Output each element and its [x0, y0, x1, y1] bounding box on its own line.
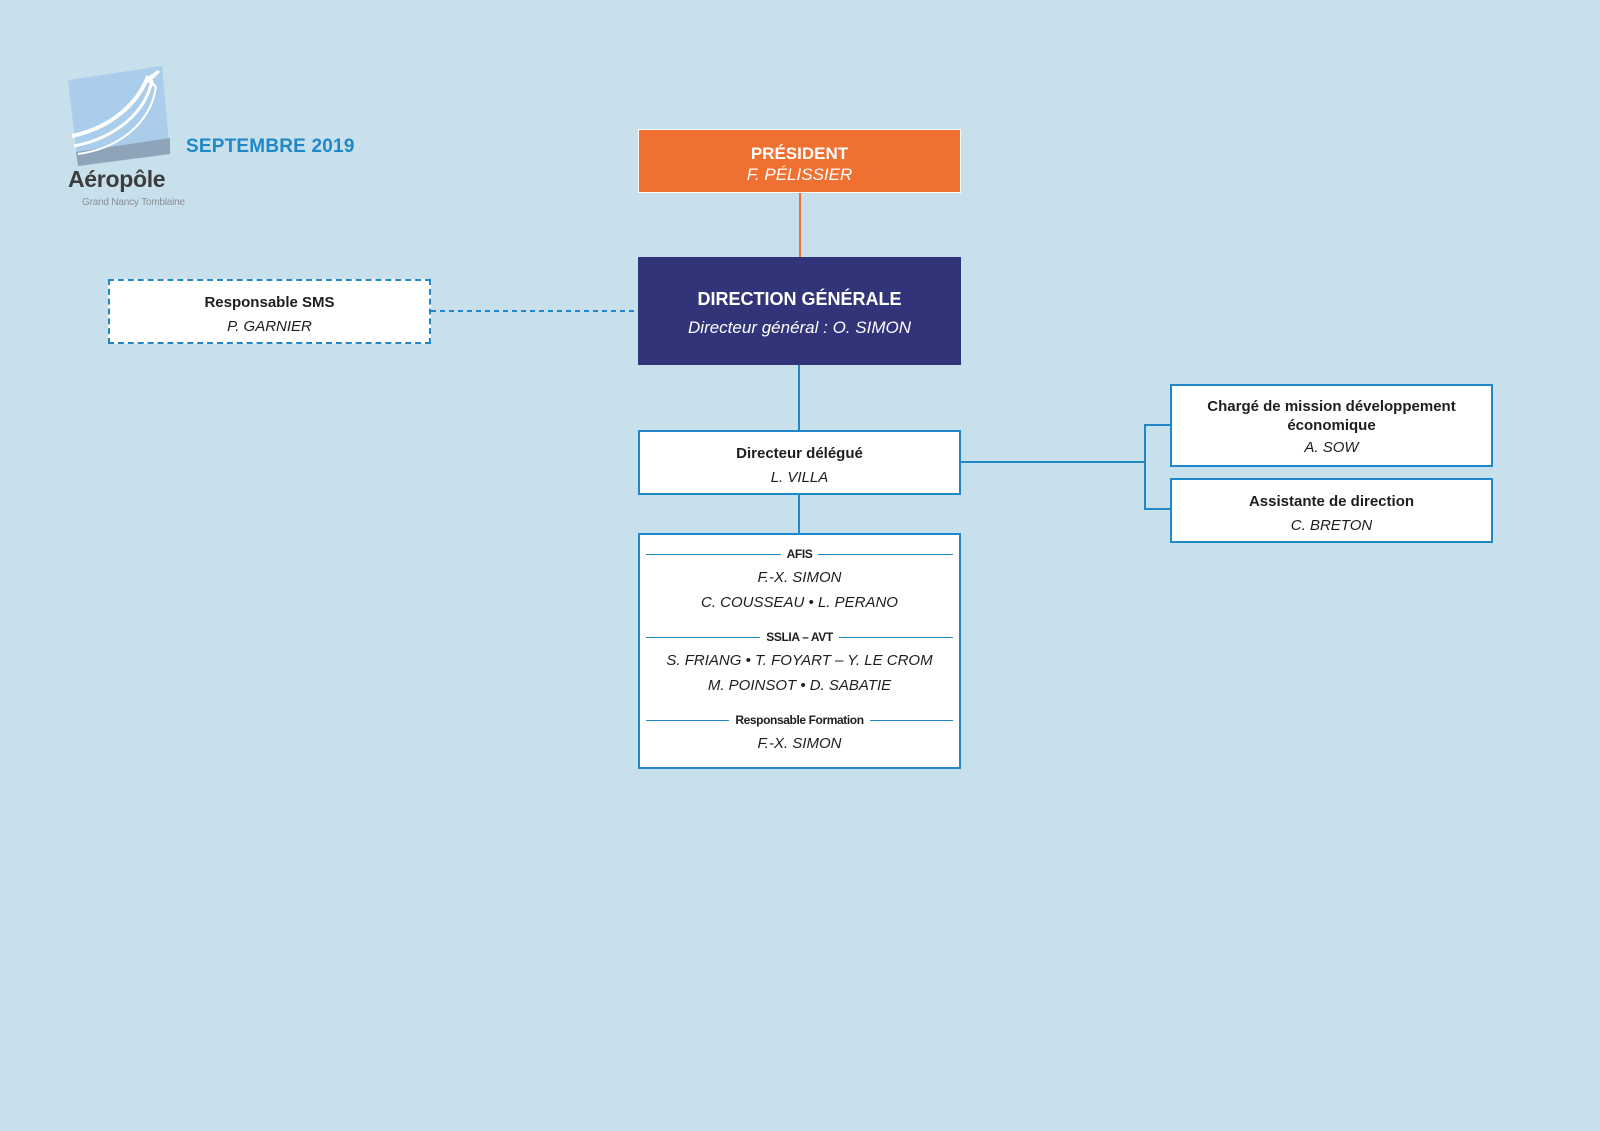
charge-mission-name: A. SOW: [1304, 439, 1359, 456]
directeur-delegue-name: L. VILLA: [770, 469, 829, 486]
afis-line-2: C. COUSSEAU • L. PERANO: [701, 594, 898, 611]
directeur-delegue-box: Directeur délégué L. VILLA: [638, 430, 961, 495]
responsable-sms-box: Responsable SMS P. GARNIER: [108, 279, 431, 344]
divider: [838, 636, 953, 638]
divider: [818, 553, 954, 555]
charge-mission-box: Chargé de mission développement économiq…: [1170, 384, 1493, 467]
afis-label: AFIS: [786, 547, 813, 561]
divider: [646, 719, 730, 721]
afis-section-header: AFIS: [646, 546, 954, 562]
responsable-sms-title: Responsable SMS: [204, 294, 335, 311]
formation-line-1: F.-X. SIMON: [757, 735, 842, 752]
services-box: AFIS F.-X. SIMON C. COUSSEAU • L. PERANO…: [638, 533, 961, 769]
divider: [869, 719, 954, 721]
directeur-delegue-title: Directeur délégué: [736, 445, 863, 462]
chart-date: SEPTEMBRE 2019: [186, 136, 355, 157]
direction-generale-title: DIRECTION GÉNÉRALE: [697, 289, 902, 309]
sslia-label: SSLIA – AVT: [766, 630, 833, 644]
logo-subtitle: Grand Nancy Tomblaine: [82, 197, 185, 208]
assistante-direction-box: Assistante de direction C. BRETON: [1170, 478, 1493, 543]
logo-emblem-icon: [68, 66, 170, 166]
aeropole-logo: Aéropôle Grand Nancy Tomblaine: [66, 64, 206, 214]
afis-line-1: F.-X. SIMON: [757, 569, 842, 586]
sslia-line-1: S. FRIANG • T. FOYART – Y. LE CROM: [666, 652, 933, 669]
direction-generale-box: DIRECTION GÉNÉRALE Directeur général : O…: [638, 257, 961, 365]
formation-section-header: Responsable Formation: [646, 712, 954, 728]
sslia-section-header: SSLIA – AVT: [646, 629, 953, 645]
assistante-direction-title: Assistante de direction: [1248, 493, 1415, 510]
president-name: F. PÉLISSIER: [746, 165, 853, 184]
president-title: PRÉSIDENT: [750, 144, 849, 163]
direction-generale-name: Directeur général : O. SIMON: [688, 318, 911, 337]
president-box: PRÉSIDENT F. PÉLISSIER: [638, 129, 961, 193]
assistante-direction-name: C. BRETON: [1290, 517, 1373, 534]
charge-mission-title: Chargé de mission développement économiq…: [1207, 398, 1456, 434]
formation-label: Responsable Formation: [735, 713, 864, 727]
divider: [646, 636, 761, 638]
divider: [646, 553, 781, 555]
sslia-line-2: M. POINSOT • D. SABATIE: [707, 677, 892, 694]
logo-wordmark: Aéropôle: [68, 166, 166, 192]
responsable-sms-name: P. GARNIER: [227, 318, 312, 335]
